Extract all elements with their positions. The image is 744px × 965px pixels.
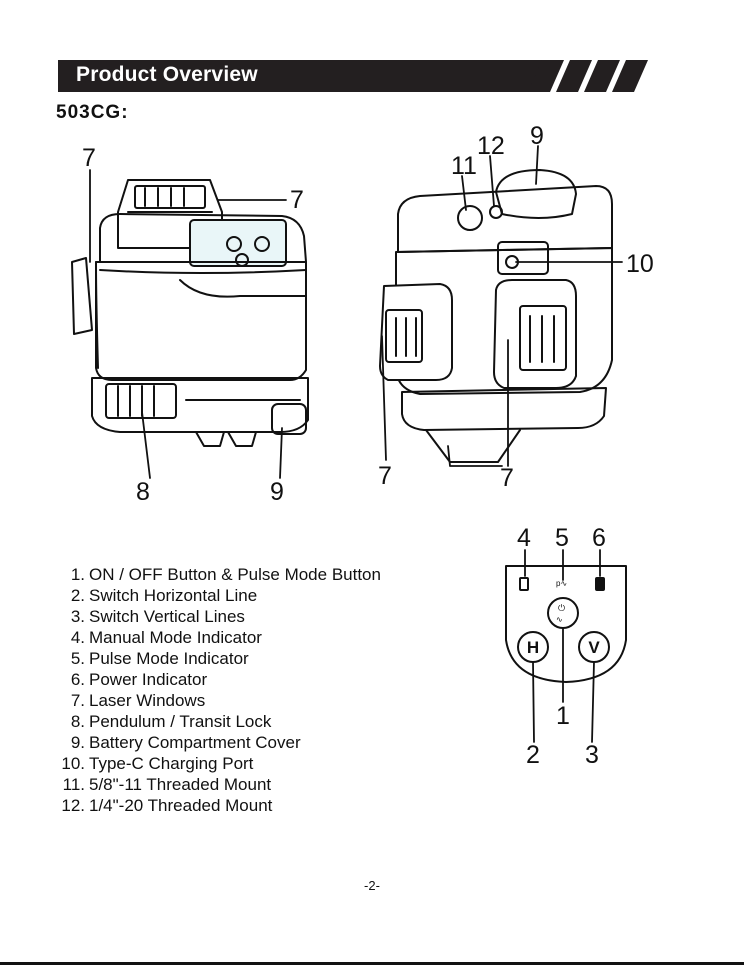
feature-item: 7.Laser Windows bbox=[70, 691, 206, 710]
callout-manual-mode-indicator: 4 bbox=[517, 524, 531, 552]
callout-mount-14: 12 bbox=[477, 132, 505, 160]
callout-mount-58: 11 bbox=[451, 152, 477, 180]
left-device-illustration bbox=[71, 179, 309, 447]
page-number: -2- bbox=[364, 878, 380, 893]
power-symbol-icon: ⏻ bbox=[558, 603, 565, 613]
callout-power-indicator: 6 bbox=[592, 524, 606, 552]
callout-on-off-button: 1 bbox=[556, 702, 570, 730]
callout-pulse-mode-indicator: 5 bbox=[555, 524, 569, 552]
pulse-glyph-icon: p∿ bbox=[556, 579, 567, 588]
feature-item: 6.Power Indicator bbox=[70, 670, 208, 689]
section-title: Product Overview bbox=[76, 63, 258, 86]
footer-rule bbox=[0, 962, 744, 965]
callout-laser-window-right-left: 7 bbox=[378, 462, 392, 490]
feature-item: 9.Battery Compartment Cover bbox=[70, 733, 301, 752]
callout-vertical-button: 3 bbox=[585, 741, 599, 769]
callout-charging-port: 10 bbox=[626, 250, 654, 278]
callout-battery-cover-left: 9 bbox=[270, 478, 284, 506]
section-header-bar: Product Overview bbox=[58, 60, 544, 92]
callout-laser-window-left-top: 7 bbox=[82, 144, 96, 172]
h-button-label: H bbox=[527, 638, 539, 657]
v-button-label: V bbox=[588, 638, 600, 657]
header-stripes-decoration bbox=[528, 60, 648, 92]
feature-item: 4.Manual Mode Indicator bbox=[70, 628, 262, 647]
callout-laser-window-left-right: 7 bbox=[290, 186, 304, 214]
feature-item: 1.ON / OFF Button & Pulse Mode Button bbox=[70, 565, 381, 584]
pulse-wave-icon: ∿ bbox=[556, 615, 563, 624]
callout-horizontal-button: 2 bbox=[526, 741, 540, 769]
callout-battery-cover-right: 9 bbox=[530, 122, 544, 150]
callout-laser-window-right-right: 7 bbox=[500, 464, 514, 492]
feature-item: 12.1/4"-20 Threaded Mount bbox=[61, 796, 273, 815]
feature-item: 10.Type-C Charging Port bbox=[61, 754, 254, 773]
right-device-illustration bbox=[379, 169, 613, 463]
control-panel-illustration bbox=[505, 565, 627, 683]
feature-item: 3.Switch Vertical Lines bbox=[70, 607, 245, 626]
feature-item: 2.Switch Horizontal Line bbox=[70, 586, 258, 605]
feature-item: 11.5/8"-11 Threaded Mount bbox=[62, 775, 272, 794]
feature-item: 5.Pulse Mode Indicator bbox=[70, 649, 249, 668]
feature-item: 8.Pendulum / Transit Lock bbox=[70, 712, 272, 731]
feature-list: 1.ON / OFF Button & Pulse Mode Button 2.… bbox=[52, 564, 381, 816]
callout-pendulum-lock: 8 bbox=[136, 478, 150, 506]
model-label: 503CG: bbox=[56, 102, 129, 123]
